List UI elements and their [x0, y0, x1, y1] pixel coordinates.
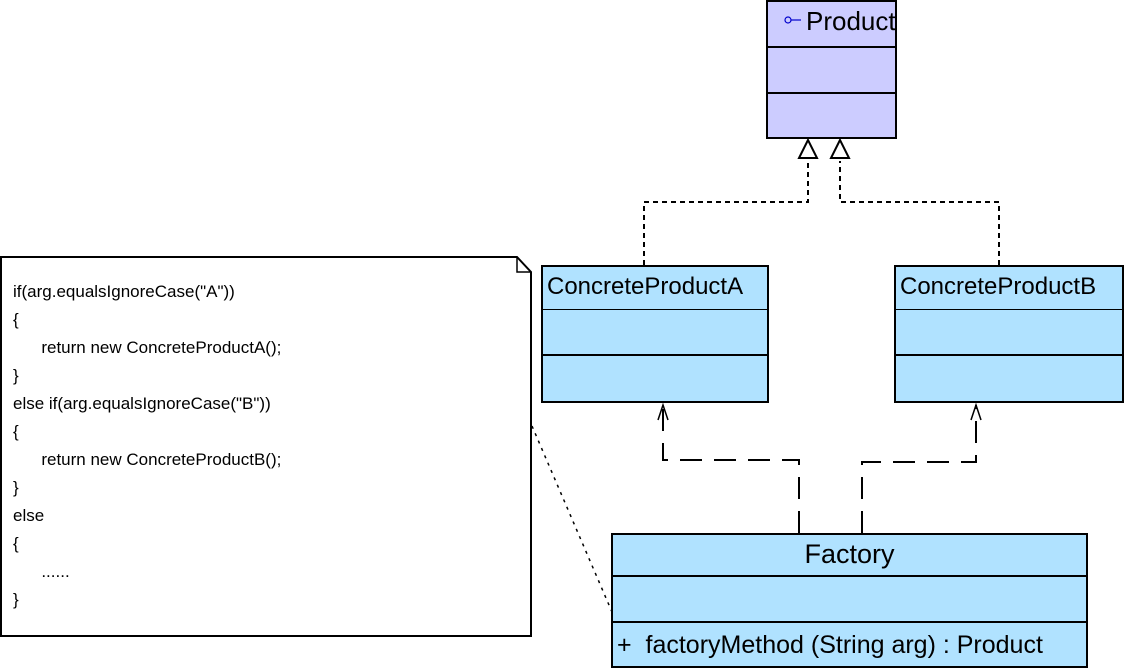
note-line: if(arg.equalsIgnoreCase("A"))	[13, 282, 235, 301]
note-line: else	[13, 506, 45, 525]
dependency-line-b	[861, 405, 977, 533]
attributes-divider	[543, 309, 767, 310]
class-product[interactable]: Product	[766, 0, 897, 139]
interface-icon	[784, 16, 801, 24]
methods-divider	[896, 354, 1122, 356]
note-line: {	[13, 422, 19, 441]
methods-divider	[543, 354, 767, 356]
method-factory-method[interactable]: + factoryMethod (String arg) : Product	[617, 631, 1043, 660]
class-factory[interactable]: Factory + factoryMethod (String arg) : P…	[611, 533, 1088, 668]
class-name: Product	[806, 6, 896, 36]
method-signature: factoryMethod (String arg) : Product	[645, 631, 1043, 659]
note-shape	[0, 256, 532, 637]
methods-divider	[613, 621, 1086, 623]
note-line: ......	[13, 562, 70, 581]
note-fold	[516, 257, 531, 273]
methods-divider	[768, 92, 895, 94]
dependency-arrowhead-a	[657, 402, 669, 421]
note-line: }	[13, 478, 19, 497]
class-name: Factory	[804, 539, 895, 569]
dependency-arrowhead-b	[970, 402, 982, 421]
note-code: if(arg.equalsIgnoreCase("A")) { return n…	[13, 278, 281, 614]
note-line: return new ConcreteProductB();	[13, 450, 282, 469]
attributes-divider	[896, 309, 1122, 310]
note-line: {	[13, 534, 19, 553]
attributes-divider	[613, 575, 1086, 577]
note-line: }	[13, 366, 19, 385]
class-name: ConcreteProductB	[900, 273, 1097, 300]
realization-line-a	[643, 161, 809, 265]
realization-line-b	[839, 161, 1000, 265]
class-name: ConcreteProductA	[547, 273, 744, 300]
realization-arrowhead-b	[829, 137, 851, 159]
class-concrete-product-a[interactable]: ConcreteProductA	[541, 265, 769, 403]
note-line: else if(arg.equalsIgnoreCase("B"))	[13, 394, 271, 413]
note-line: return new ConcreteProductA();	[13, 338, 282, 357]
note-line: {	[13, 310, 19, 329]
dependency-line-a	[662, 405, 800, 533]
note-anchor-line	[531, 425, 613, 613]
realization-arrowhead-a	[797, 137, 819, 159]
attributes-divider	[768, 46, 895, 48]
note-line: }	[13, 590, 19, 609]
class-concrete-product-b[interactable]: ConcreteProductB	[894, 265, 1124, 403]
method-visibility: +	[617, 631, 632, 659]
